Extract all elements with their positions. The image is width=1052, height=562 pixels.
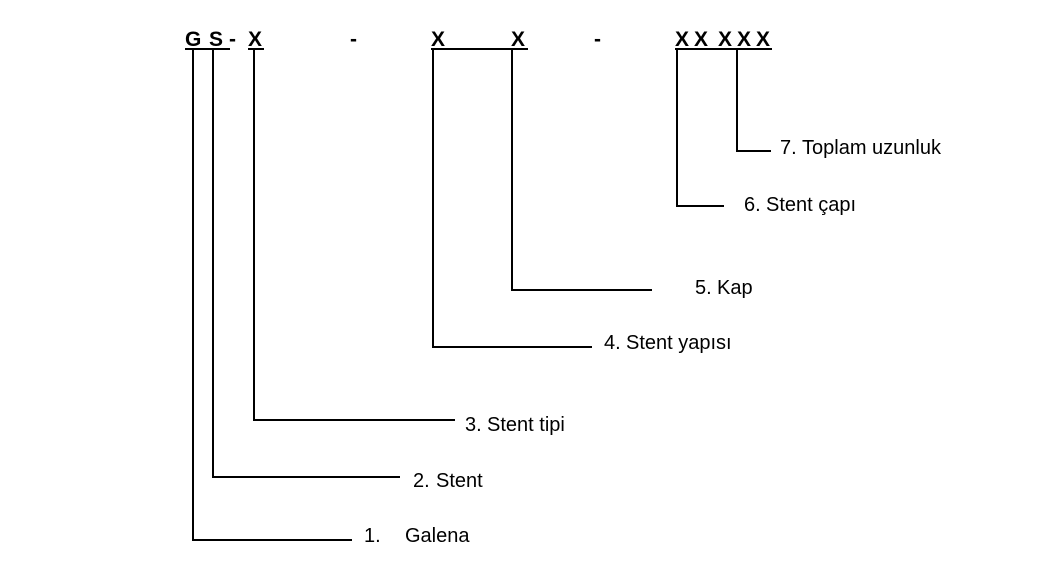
code-char-diameter: X xyxy=(675,28,689,51)
label-number: 3. xyxy=(465,414,482,436)
code-separator: - xyxy=(229,28,236,51)
label-stent: Stent xyxy=(436,470,483,492)
label-cover: Kap xyxy=(717,277,753,299)
code-char-diameter: X xyxy=(694,28,708,51)
code-char-s: S xyxy=(209,28,223,51)
leader-line-diameter xyxy=(676,49,724,207)
code-separator: - xyxy=(594,28,601,51)
code-separator: - xyxy=(350,28,357,51)
code-char-g: G xyxy=(185,28,201,51)
label-stent-structure: Stent yapısı xyxy=(626,332,732,354)
code-char-length: X xyxy=(718,28,732,51)
label-number: 6. xyxy=(744,194,761,216)
code-char-stent-type: X xyxy=(248,28,262,51)
leader-line-stent-structure xyxy=(432,49,592,348)
leader-line-galena xyxy=(192,49,352,541)
label-number: 1. xyxy=(364,525,381,547)
product-code: G S - X - X X - X X X X X xyxy=(185,28,770,51)
labels: 1. Galena 2. Stent 3. Stent tipi 4. Sten… xyxy=(364,137,942,547)
code-char-cover: X xyxy=(511,28,525,51)
leader-lines xyxy=(192,49,771,541)
label-total-length: Toplam uzunluk xyxy=(802,137,942,159)
label-number: 4. xyxy=(604,332,621,354)
code-char-length: X xyxy=(756,28,770,51)
code-char-stent-structure: X xyxy=(431,28,445,51)
label-stent-diameter: Stent çapı xyxy=(766,194,856,216)
leader-line-length xyxy=(736,49,771,152)
label-galena: Galena xyxy=(405,525,470,547)
code-char-length: X xyxy=(737,28,751,51)
label-number: 5. xyxy=(695,277,712,299)
leader-line-cover xyxy=(511,49,652,291)
label-number: 7. xyxy=(780,137,797,159)
label-number: 2. xyxy=(413,470,430,492)
leader-line-stent-type xyxy=(253,49,455,421)
label-stent-type: Stent tipi xyxy=(487,414,565,436)
leader-line-stent xyxy=(212,49,400,478)
